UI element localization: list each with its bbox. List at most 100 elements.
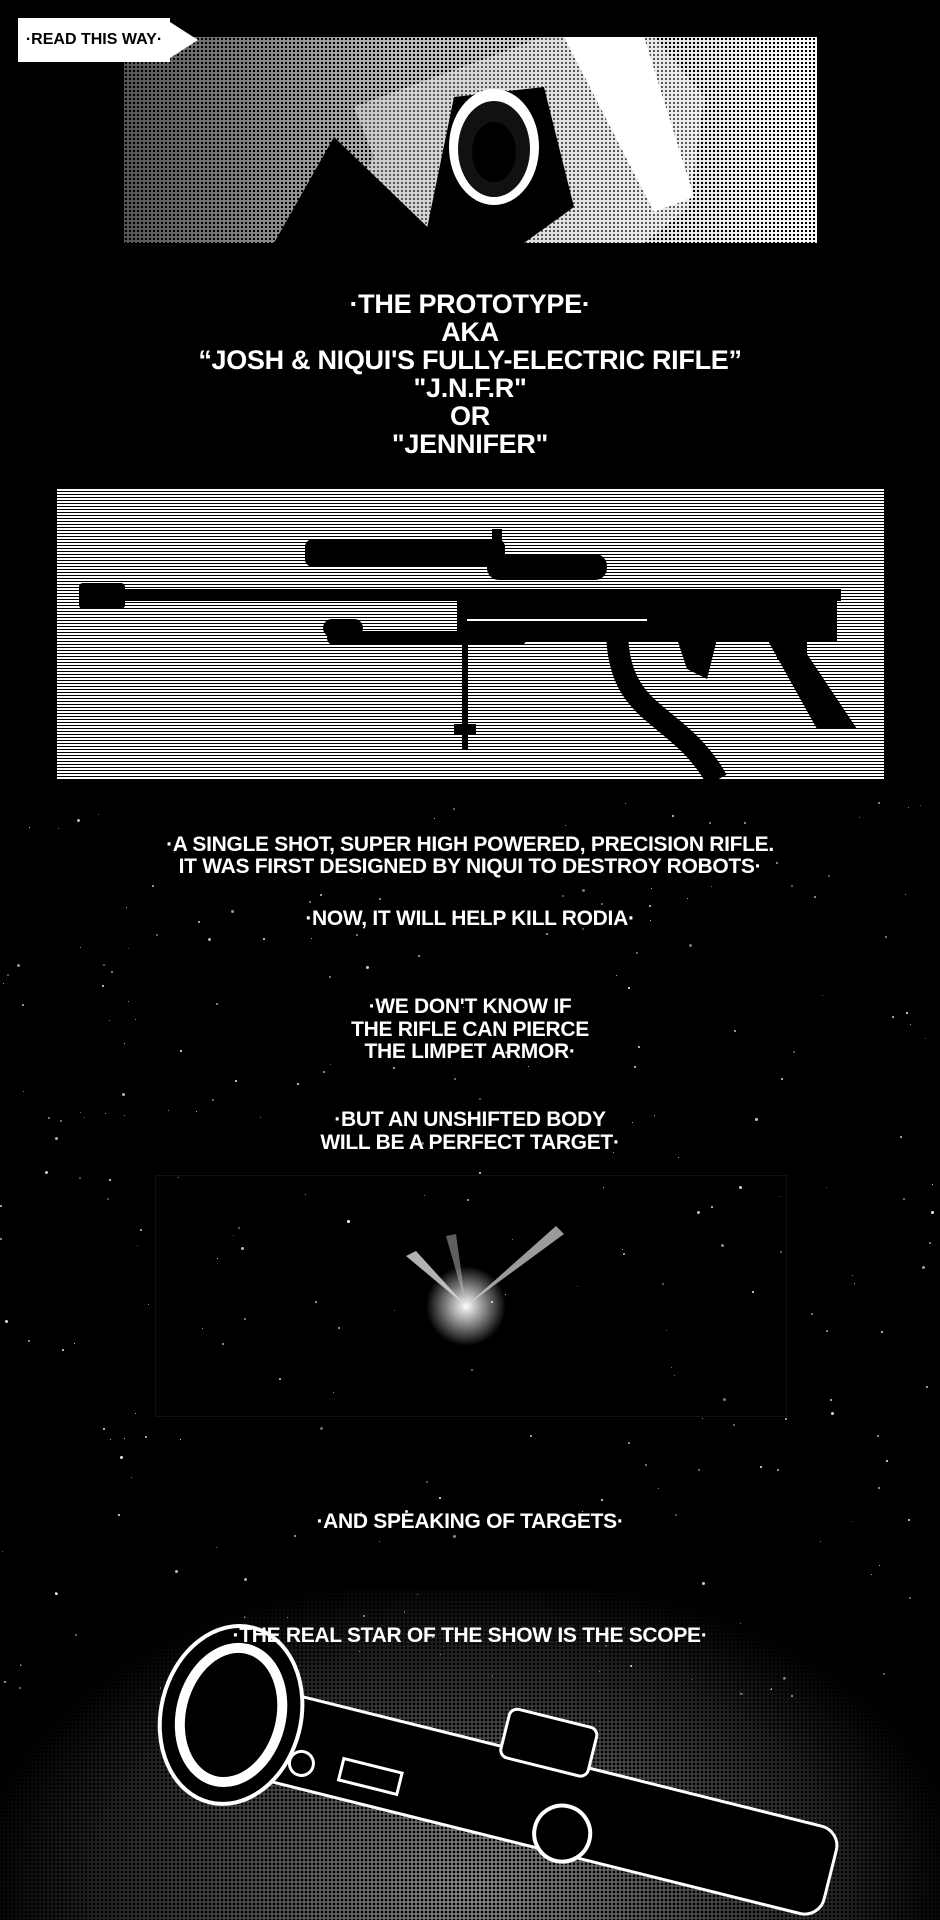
star-dot [329,1063,331,1065]
star-dot [479,1172,482,1175]
star-dot [582,928,585,931]
star-dot [6,974,9,977]
panel-impact-explosion [155,1175,787,1417]
star-dot [877,1435,880,1438]
star-dot [603,1186,605,1188]
title-line: AKA [441,317,499,347]
star-dot [76,818,80,822]
star-dot [119,1455,123,1459]
star-dot [654,1115,656,1117]
star-dot [179,1050,182,1053]
star-dot [197,920,200,923]
star-dot [105,1112,107,1114]
star-dot [80,1111,82,1113]
star-dot [776,1468,779,1471]
star-dot [821,995,823,997]
star-dot [103,1428,106,1431]
star-dot [296,1083,299,1086]
star-dot [931,1210,935,1214]
caption-line: ·BUT AN UNSHIFTED BODY [334,1108,606,1131]
star-dot [145,1436,148,1439]
title-line: ·THE PROTOTYPE· [349,289,591,319]
star-dot [884,935,887,938]
star-dot [479,1097,482,1100]
star-dot [886,1460,889,1463]
star-dot [504,1051,508,1055]
star-dot [613,1152,615,1154]
star-dot [151,885,154,888]
star-dot [698,1468,701,1471]
star-dot [233,1234,235,1236]
star-dot [622,1248,624,1250]
star-dot [126,907,128,909]
star-dot [423,1195,425,1197]
star-dot [529,1435,532,1438]
star-dot [123,1043,125,1045]
star-dot [202,1327,204,1329]
star-dot [810,1312,813,1315]
star-dot [309,901,312,904]
caption-line: ·A SINGLE SHOT, SUPER HIGH POWERED, PREC… [166,833,774,856]
star-dot [755,1117,759,1121]
caption-line: THE LIMPET ARMOR· [364,1040,576,1064]
star-dot [784,1418,787,1421]
star-dot [462,1006,464,1008]
star-dot [688,944,692,948]
star-dot [649,904,652,907]
star-dot [910,1024,912,1026]
star-dot [751,1291,754,1294]
star-dot [29,827,31,829]
star-dot [238,1226,241,1229]
star-dot [263,937,266,940]
star-dot [329,976,332,979]
star-dot [828,874,831,877]
star-dot [900,1136,903,1138]
star-dot [221,1342,224,1345]
star-dot [426,1481,429,1484]
star-dot [675,1513,678,1516]
star-dot [826,1330,829,1333]
star-dot [315,1300,318,1303]
star-dot [148,1304,150,1306]
star-dot [733,1423,736,1426]
star-dot [709,822,712,825]
star-dot [527,1065,529,1067]
star-dot [211,1098,214,1101]
star-dot [582,1511,584,1513]
star-dot [136,1244,138,1246]
star-dot [2,983,4,985]
star-dot [779,1196,781,1198]
star-dot [243,1577,247,1581]
star-dot [323,1070,326,1073]
star-dot [793,1051,796,1054]
star-dot [638,1045,641,1048]
arrow-right-icon [170,22,198,58]
star-dot [670,1366,672,1368]
star-dot [177,1177,179,1179]
star-dot [673,1375,675,1377]
star-dot [623,1252,626,1255]
star-dot [739,1185,742,1189]
star-dot [122,1092,126,1096]
star-dot [22,1091,24,1093]
star-dot [904,894,906,896]
star-dot [123,1115,125,1117]
star-dot [710,886,712,888]
caption-scope: ·THE REAL STAR OF THE SHOW IS THE SCOPE· [232,1624,708,1647]
star-dot [600,903,603,906]
star-dot [319,894,322,897]
caption-target: ·BUT AN UNSHIFTED BODY WILL BE A PERFECT… [0,1108,940,1154]
star-dot [379,898,382,901]
star-dot [156,933,159,936]
star-dot [677,1156,679,1158]
star-dot [179,1439,181,1441]
star-dot [628,1441,631,1444]
star-dot [504,1293,506,1295]
star-dot [657,1488,659,1490]
star-dot [241,1246,245,1250]
star-dot [633,1066,636,1069]
star-dot [510,1011,512,1013]
star-dot [57,828,59,830]
star-dot [697,1210,701,1214]
star-dot [720,1243,724,1247]
